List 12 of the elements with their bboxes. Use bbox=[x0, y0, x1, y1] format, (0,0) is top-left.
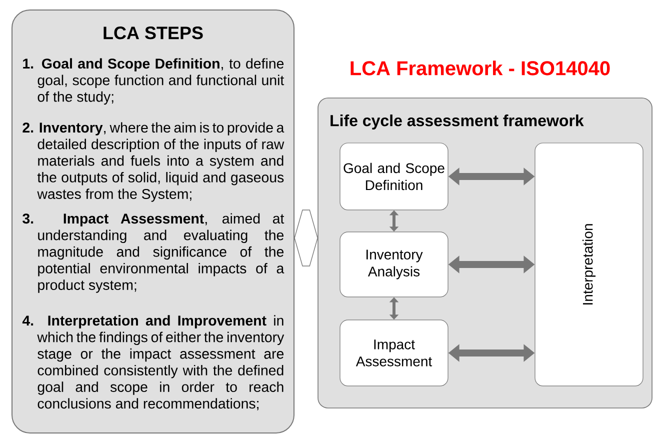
step-item: 1. Goal and Scope Definition, to define goal, scope function and functional unit of the study; bbox=[23, 58, 284, 105]
double-arrow bbox=[294, 210, 318, 266]
step-item: 4. Interpretation and Improvement in which the findings of either the inventory stage or the impact assessment are combined consistently with the defined goal and scope in order to reach conclusions and recommendations; bbox=[22, 315, 284, 410]
panel-heading: LCA STEPS bbox=[104, 26, 203, 40]
stage-box: Inventory Analysis bbox=[340, 232, 448, 298]
stage-box: Impact Assessment bbox=[340, 320, 448, 386]
step-item: 2. Inventory, where the aim is to provide a detailed description of the inputs of raw materials and fuels into a system and the outputs of solid, liquid and gaseous wastes from the System; bbox=[22, 122, 284, 202]
title: LCA Framework - ISO14040 bbox=[350, 60, 610, 76]
stage-box: Goal and Scope Definition bbox=[340, 142, 448, 210]
panel-heading: Life cycle assessment framework bbox=[330, 114, 584, 130]
interpretation-box: Interpretation bbox=[534, 142, 644, 386]
step-item: 3. Impact Assessment, aimed at understanding and evaluating the magnitude and significance of the potential environmental impacts of a product system; bbox=[22, 213, 284, 293]
